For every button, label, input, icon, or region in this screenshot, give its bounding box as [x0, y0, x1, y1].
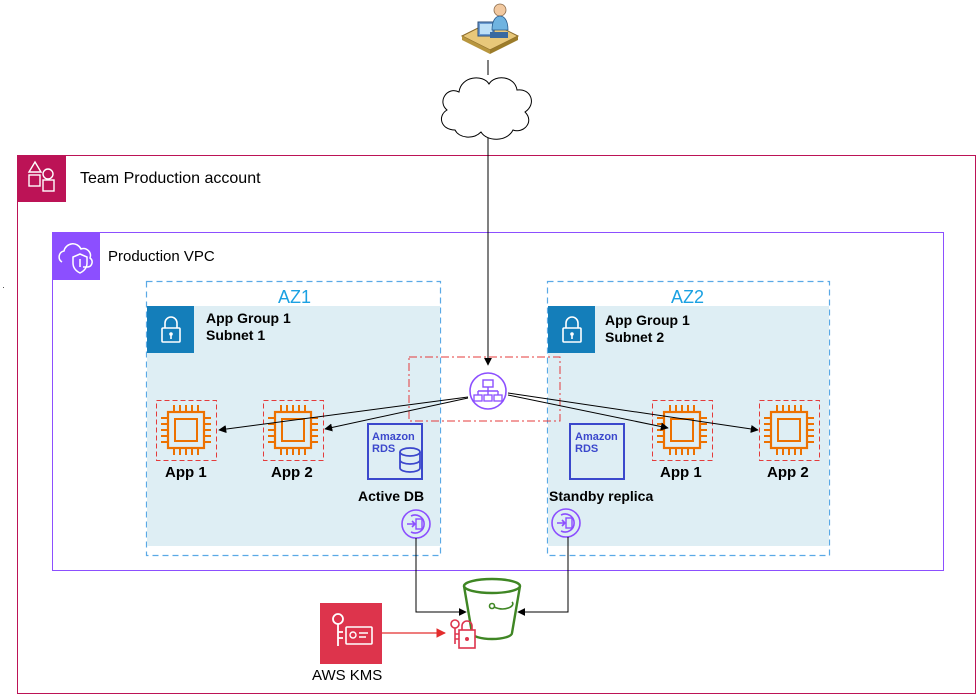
az2-frame [546, 280, 831, 557]
ec2-highlight [652, 400, 713, 461]
database-icon [399, 447, 421, 473]
subnet1-area [147, 306, 440, 546]
subnet1-lock-icon [147, 306, 194, 353]
az2-title: AZ2 [671, 287, 705, 307]
vpc-frame [52, 232, 944, 571]
az1-rds-line1: Amazon [372, 431, 415, 443]
lb-to-app1-az2 [507, 394, 669, 431]
subnet2-lock-icon [548, 306, 595, 353]
endpoint2-to-bucket [517, 537, 569, 616]
az2-rds-line1: Amazon [575, 431, 618, 443]
vpc-title: Production VPC [108, 248, 215, 265]
subnet1-line1: App Group 1 [206, 310, 291, 326]
active-db-label: Active DB [358, 488, 425, 504]
subnet2-line2: Subnet 2 [605, 329, 665, 345]
ec2-highlight [759, 400, 820, 461]
subnet1-title: App Group 1 Subnet 1 [206, 310, 291, 344]
az2-app2-label: App 2 [767, 464, 809, 481]
load-balancer-icon [469, 372, 507, 410]
rds-icon [367, 423, 423, 480]
ec2-highlight [156, 400, 217, 461]
az1-frame [145, 280, 442, 557]
az1-title: AZ1 [278, 287, 312, 307]
az1-rds-text: Amazon RDS [372, 431, 415, 455]
encrypted-key-icon [450, 619, 476, 649]
az2-rds-line2: RDS [575, 443, 599, 455]
endpoint1-to-bucket [415, 538, 467, 616]
lb-to-app2-az1 [324, 397, 469, 432]
az2-rds-text: Amazon RDS [575, 431, 618, 455]
vpc-icon [52, 232, 100, 280]
kms-label: AWS KMS [312, 667, 383, 684]
account-icon [17, 155, 66, 202]
az1-app2-label: App 2 [271, 464, 313, 481]
az1-app1-label: App 1 [165, 464, 207, 481]
internet-cloud-icon [440, 77, 532, 140]
az2-app1-label: App 1 [660, 464, 702, 481]
az1-rds-line2: RDS [372, 443, 396, 455]
load-balancer-highlight [408, 356, 561, 422]
subnet1-line2: Subnet 1 [206, 327, 266, 343]
ec2-highlight [263, 400, 324, 461]
account-frame [17, 155, 976, 694]
account-title: Team Production account [80, 170, 261, 187]
lb-to-app1-az1 [218, 396, 469, 434]
subnet2-line1: App Group 1 [605, 312, 690, 328]
lb-to-app2-az2 [507, 392, 759, 433]
subnet2-title: App Group 1 Subnet 2 [605, 312, 690, 346]
user-at-desk-icon [460, 3, 520, 54]
standby-replica-label: Standby replica [549, 488, 654, 504]
rds-icon [569, 423, 625, 480]
kms-key-icon [320, 603, 382, 664]
